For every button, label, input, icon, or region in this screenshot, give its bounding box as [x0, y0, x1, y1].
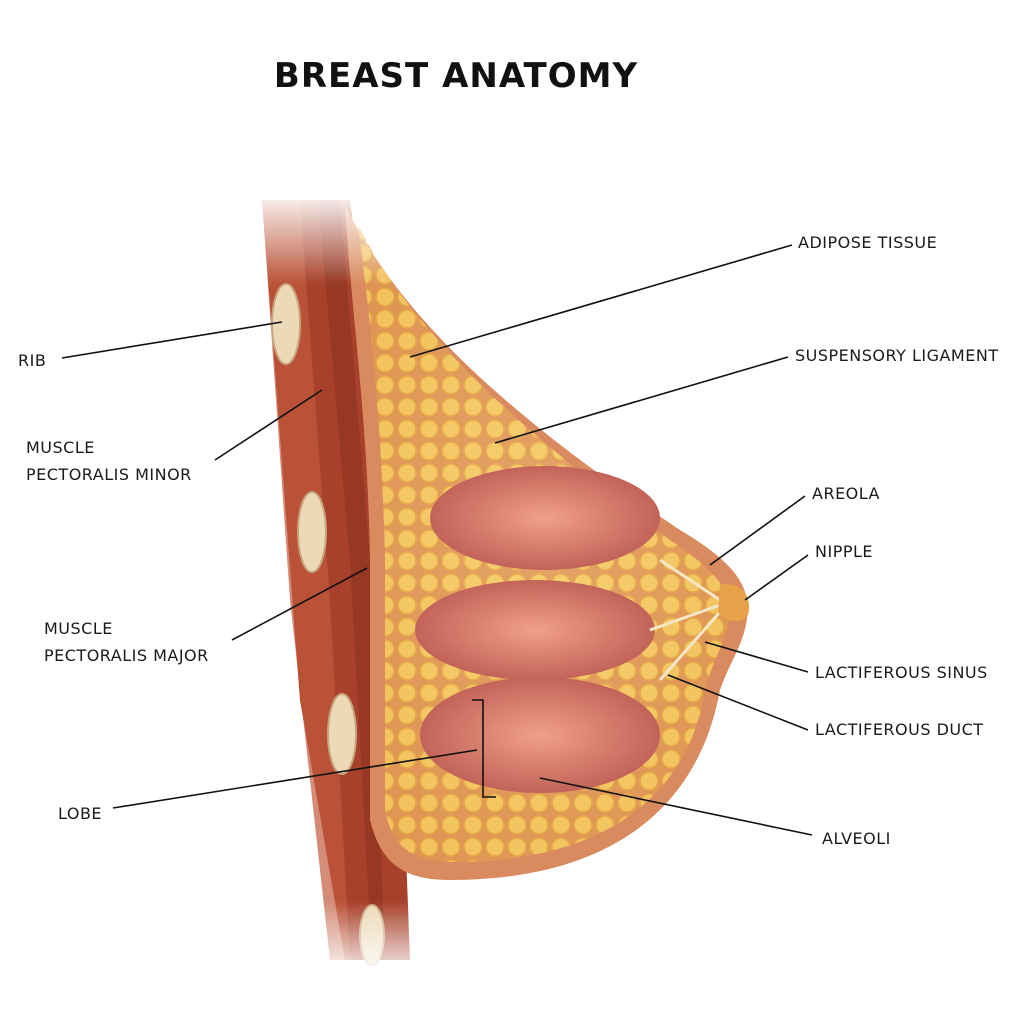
- lobe-middle: [415, 580, 655, 680]
- leader-lines: [61, 244, 813, 836]
- label-areola: AREOLA: [812, 484, 880, 503]
- label-pectoralis-major-line2: PECTORALIS MAJOR: [44, 646, 209, 665]
- label-lobe: LOBE: [58, 804, 103, 823]
- lobe-upper: [430, 466, 660, 570]
- breast: [345, 205, 750, 880]
- label-lactiferous-duct: LACTIFEROUS DUCT: [815, 720, 984, 739]
- label-suspensory-ligament: SUSPENSORY LIGAMENT: [795, 346, 999, 365]
- label-pectoralis-minor-line2: PECTORALIS MINOR: [26, 465, 192, 484]
- label-rib: RIB: [18, 351, 47, 370]
- label-alveoli: ALVEOLI: [822, 829, 891, 848]
- label-pectoralis-major-line1: MUSCLE: [44, 619, 113, 638]
- label-adipose-tissue: ADIPOSE TISSUE: [798, 233, 938, 252]
- label-pectoralis-minor-line1: MUSCLE: [26, 438, 95, 457]
- lobe-lower: [420, 677, 660, 793]
- label-nipple: NIPPLE: [815, 542, 874, 561]
- nipple: [718, 584, 750, 622]
- label-lactiferous-sinus: LACTIFEROUS SINUS: [815, 663, 988, 682]
- page-title: BREAST ANATOMY: [273, 56, 639, 96]
